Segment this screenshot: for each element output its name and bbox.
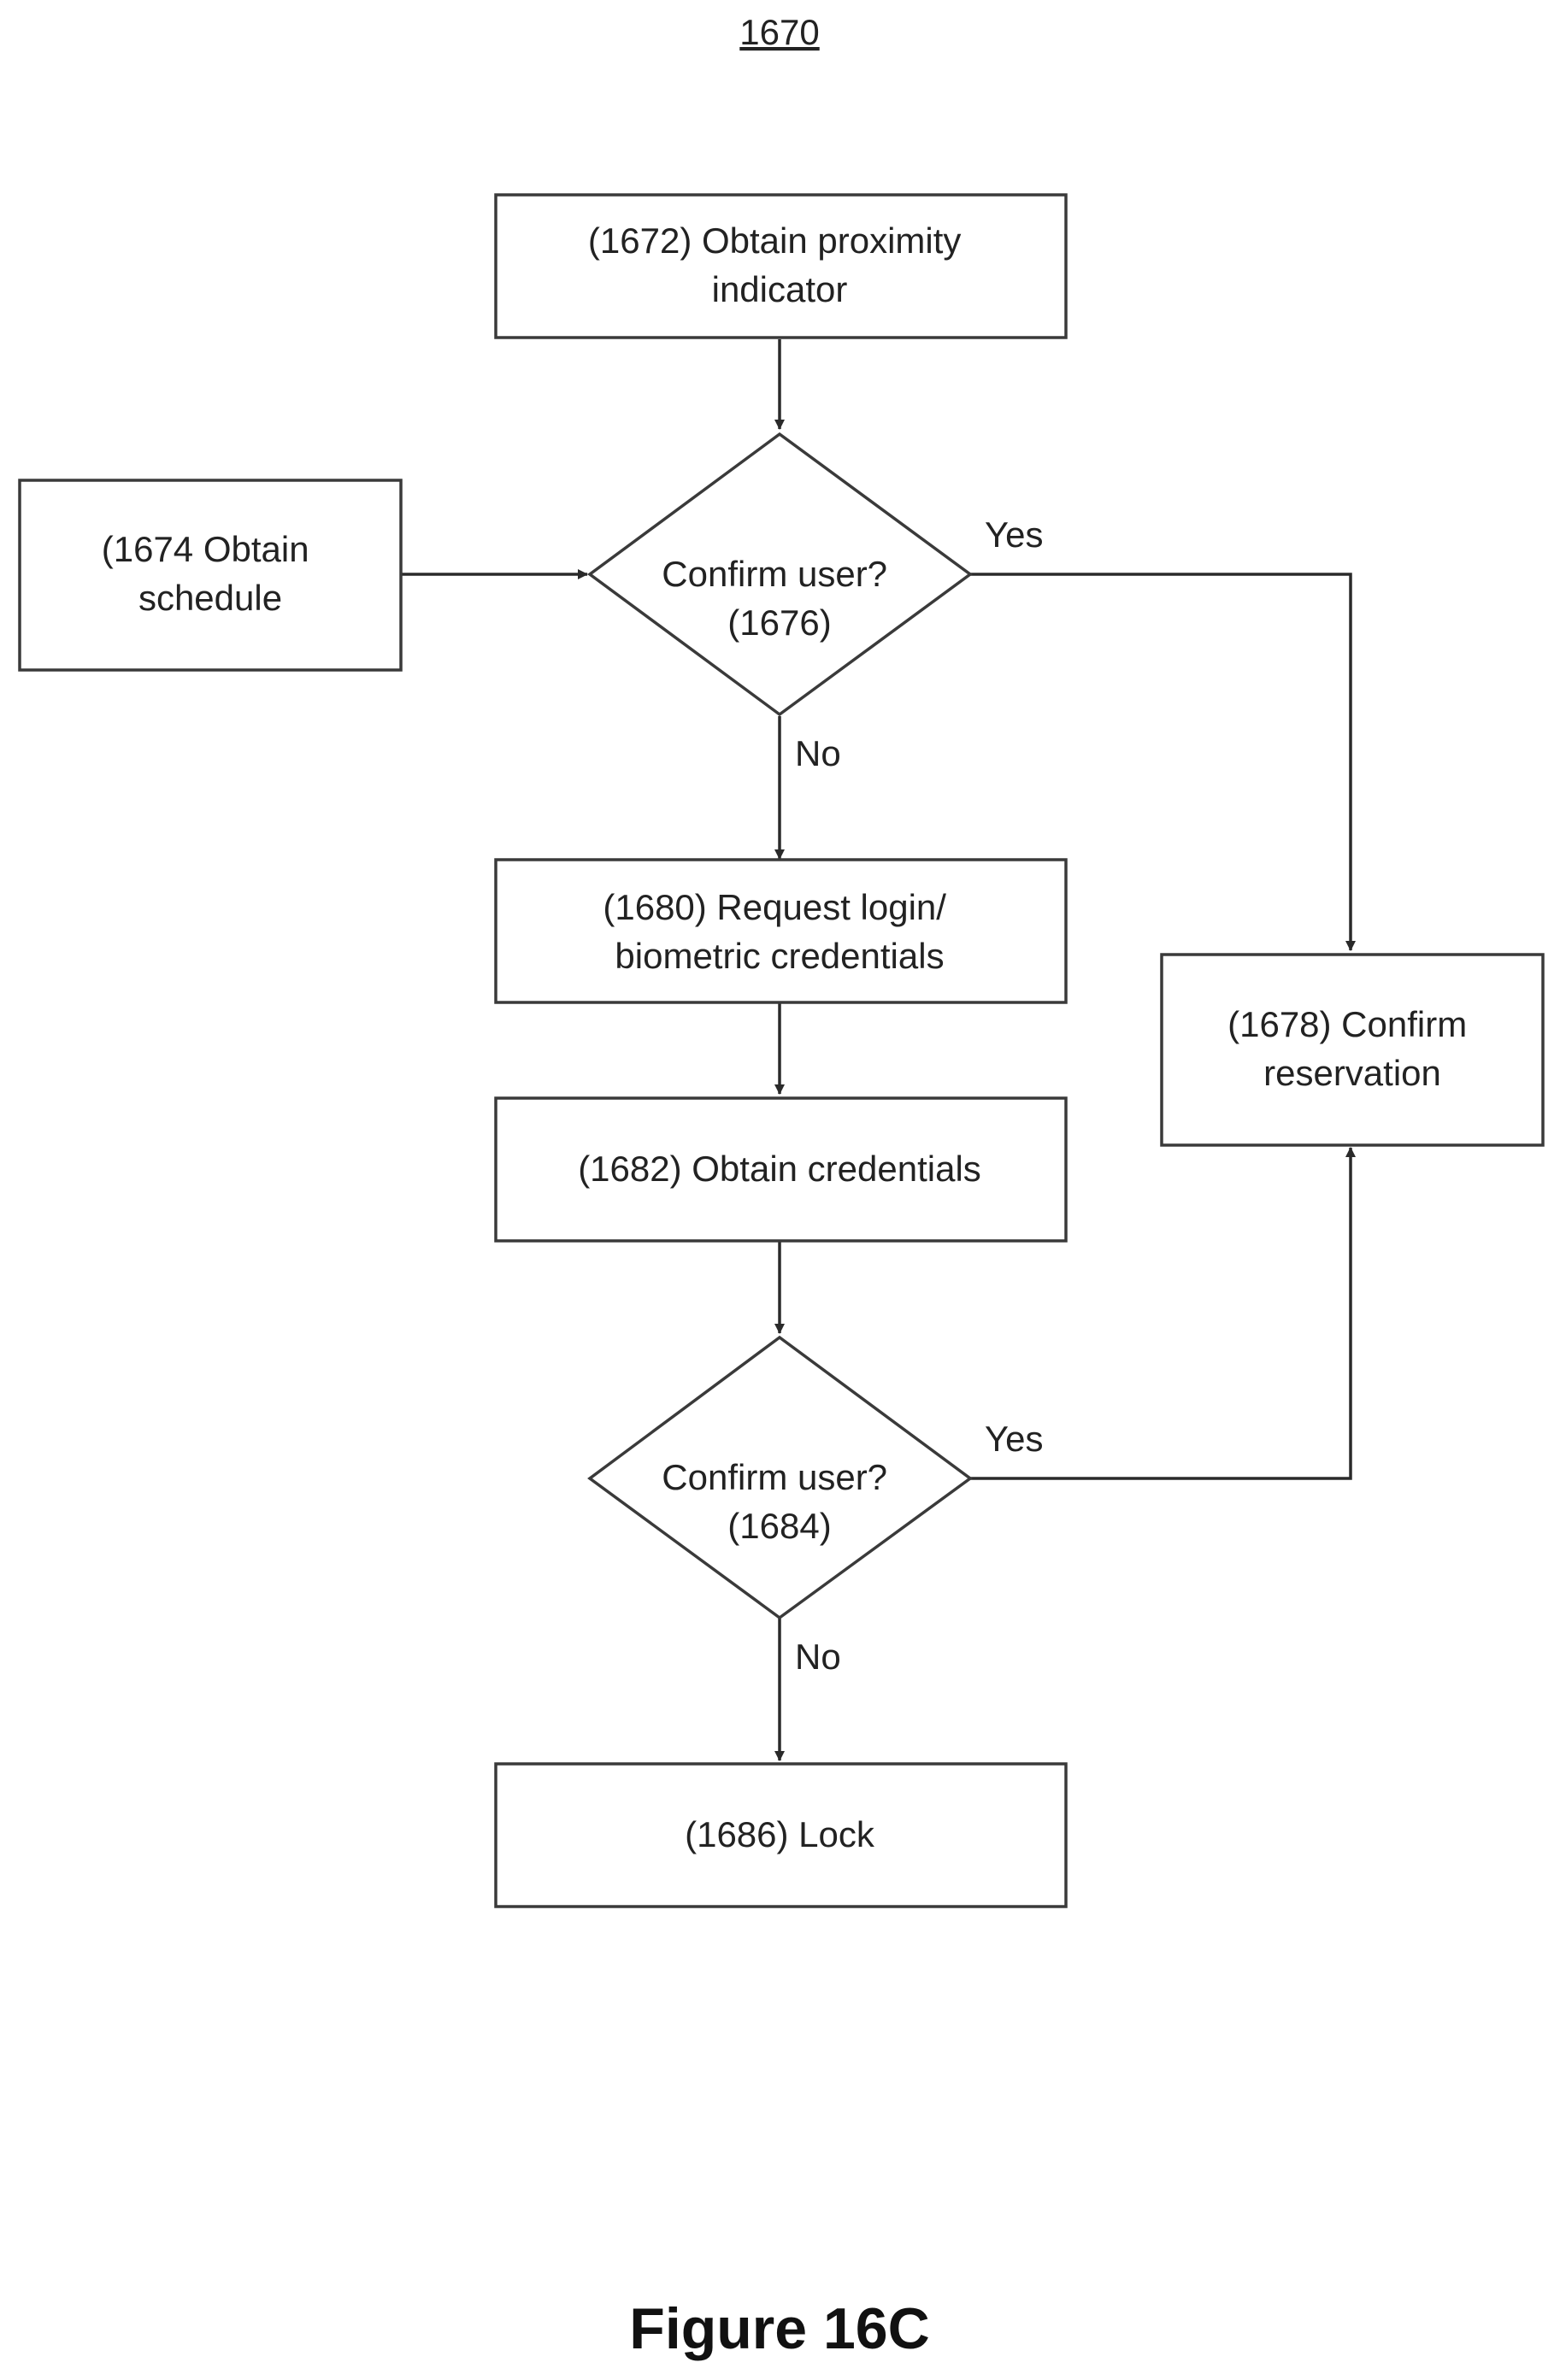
node-1680: (1680) Request login/ biometric credenti…: [496, 860, 1066, 1002]
decision-1684-line-2: (1684): [727, 1506, 831, 1546]
node-1680-line-1: (1680) Request login/: [603, 887, 946, 927]
figure-caption: Figure 16C: [629, 2296, 929, 2361]
decision-1676-line-2: (1676): [727, 602, 831, 643]
node-1686: (1686) Lock: [496, 1764, 1066, 1907]
decision-1684-line-1: Confirm user?: [662, 1457, 887, 1497]
node-1678-line-1: (1678) Confirm: [1227, 1004, 1467, 1044]
node-1682-line-1: (1682) Obtain credentials: [578, 1149, 981, 1189]
node-1672-line-1: (1672) Obtain proximity: [588, 220, 962, 261]
node-1678: (1678) Confirm reservation: [1162, 955, 1543, 1145]
node-1674: (1674 Obtain schedule: [20, 480, 401, 670]
edge-label-1676-yes: Yes: [985, 514, 1044, 555]
node-1672: (1672) Obtain proximity indicator: [496, 195, 1066, 338]
node-1682: (1682) Obtain credentials: [496, 1098, 1066, 1241]
decision-1676: Confirm user? (1676): [590, 434, 970, 714]
decision-1676-line-1: Confirm user?: [662, 554, 887, 594]
node-1672-line-2: indicator: [712, 269, 848, 309]
node-1680-line-2: biometric credentials: [615, 936, 944, 976]
edge-label-1684-no: No: [795, 1637, 841, 1677]
node-1686-line-1: (1686) Lock: [685, 1814, 875, 1854]
svg-text:(1682) Obtain credentials: (1682) Obtain credentials: [578, 1149, 981, 1189]
edge-label-1684-yes: Yes: [985, 1419, 1044, 1459]
node-1678-line-2: reservation: [1263, 1053, 1441, 1093]
figure-reference: 1670: [739, 12, 819, 52]
svg-text:(1686) Lock: (1686) Lock: [685, 1814, 875, 1854]
edge-label-1676-no: No: [795, 733, 841, 773]
decision-1684: Confirm user? (1684): [590, 1337, 970, 1618]
node-1674-line-1: (1674 Obtain: [102, 529, 309, 569]
node-1674-line-2: schedule: [138, 578, 282, 618]
